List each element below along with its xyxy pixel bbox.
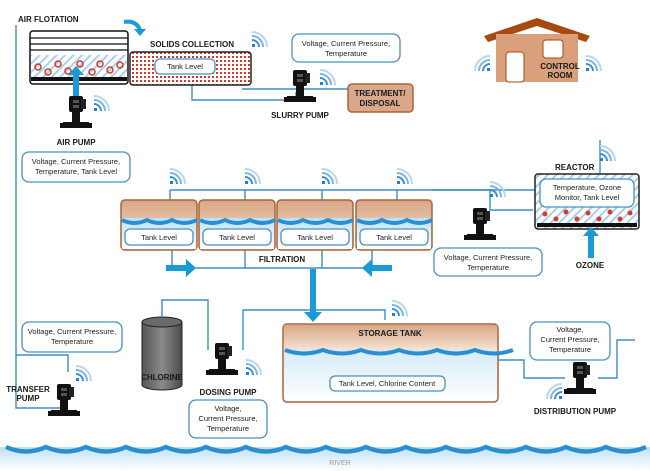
air-pump-sensor-box bbox=[21, 151, 131, 183]
ozone-arrow-icon bbox=[583, 227, 599, 258]
control-room-label: CONTROL bbox=[540, 62, 580, 71]
distribution-pump-icon bbox=[564, 362, 596, 394]
air-pump-sensors: Temperature, Tank Level bbox=[35, 167, 117, 176]
storage-tank: STORAGE TANK Tank Level, Chlorine Conten… bbox=[282, 323, 514, 403]
transfer-pump-icon bbox=[48, 384, 80, 416]
transfer-pump-sensors: Temperature bbox=[51, 337, 93, 346]
wireless-icon bbox=[546, 383, 563, 400]
air-flotation-label: AIR FLOTATION bbox=[18, 15, 79, 24]
control-room: CONTROL ROOM bbox=[484, 18, 590, 83]
control-room-label: ROOM bbox=[548, 71, 573, 80]
filtration-tank: Tank Level bbox=[198, 199, 276, 251]
wireless-icon bbox=[396, 168, 413, 185]
wireless-icon bbox=[93, 95, 110, 112]
distribution-pump-label: DISTRIBUTION PUMP bbox=[534, 407, 617, 416]
distribution-pump-sensor-box bbox=[529, 321, 611, 361]
solids-collection-label: SOLIDS COLLECTION bbox=[150, 40, 234, 49]
dosing-pump-label: DOSING PUMP bbox=[200, 388, 258, 397]
wireless-icon bbox=[245, 359, 262, 376]
transfer-pump-sensor-box bbox=[21, 321, 123, 353]
reactor-sensors: Monitor, Tank Level bbox=[555, 193, 620, 202]
dosing-pump-sensors: Voltage, bbox=[214, 404, 241, 413]
slurry-pump-icon bbox=[284, 70, 316, 102]
wireless-icon bbox=[599, 145, 616, 162]
filtration-pump-sensors: Temperature bbox=[467, 263, 509, 272]
transfer-pump-label: TRANSFER bbox=[6, 385, 50, 394]
arrow-right-icon bbox=[166, 259, 196, 277]
river-label: RIVER bbox=[329, 460, 350, 467]
storage-tank-label: STORAGE TANK bbox=[358, 329, 421, 338]
slurry-pump-sensor-box bbox=[291, 33, 401, 63]
filtration-tank-level: Tank Level bbox=[297, 233, 333, 242]
slurry-pump-sensors: Voltage, Current Pressure, bbox=[302, 39, 390, 48]
wireless-icon bbox=[75, 365, 92, 382]
arrow-head-icon bbox=[134, 29, 146, 36]
filtration-tank: Tank Level bbox=[120, 199, 198, 251]
reactor-label: REACTOR bbox=[555, 163, 595, 172]
air-pump-sensors: Voltage, Current Pressure, bbox=[32, 157, 120, 166]
disposal-label: DISPOSAL bbox=[360, 99, 401, 108]
filtration-pump-icon bbox=[464, 208, 496, 240]
filtration-pump-sensor-box bbox=[433, 247, 543, 277]
solids-tank-level: Tank Level bbox=[167, 62, 203, 71]
slurry-pump-sensors: Temperature bbox=[325, 49, 367, 58]
treatment-disposal-box bbox=[347, 83, 414, 113]
arrow-left-icon bbox=[362, 259, 392, 277]
distribution-pump-sensors: Voltage, bbox=[556, 325, 583, 334]
filtration-tank-level: Tank Level bbox=[219, 233, 255, 242]
filtration-tank: Tank Level bbox=[355, 199, 433, 251]
wireless-icon bbox=[489, 181, 506, 198]
slurry-pump-label: SLURRY PUMP bbox=[271, 111, 329, 120]
dosing-pump-sensors: Temperature bbox=[207, 424, 249, 433]
storage-tank-sensor: Tank Level, Chlorine Content bbox=[339, 379, 436, 388]
dosing-pump-sensor-box bbox=[188, 399, 268, 439]
wireless-icon bbox=[169, 168, 186, 185]
solids-collection-tank: SOLIDS COLLECTION Tank Level bbox=[129, 40, 252, 86]
dosing-pump-icon bbox=[206, 343, 238, 375]
chlorine-label: CHLORINE bbox=[141, 373, 183, 382]
wireless-icon bbox=[244, 168, 261, 185]
wireless-icon bbox=[319, 69, 336, 86]
wireless-icon bbox=[391, 300, 408, 317]
transfer-arrow-icon bbox=[123, 19, 142, 31]
transfer-pump-sensors: Voltage, Current Pressure, bbox=[28, 327, 116, 336]
filtration-tank: Tank Level bbox=[276, 199, 354, 251]
air-pump-label: AIR PUMP bbox=[56, 138, 96, 147]
wireless-icon bbox=[251, 31, 268, 48]
reactor-sensors: Temperature, Ozone bbox=[553, 183, 621, 192]
river: RIVER bbox=[0, 444, 650, 471]
filtration-label: FILTRATION bbox=[259, 255, 306, 264]
wireless-icon bbox=[474, 55, 491, 72]
wireless-icon bbox=[585, 55, 602, 72]
reactor-tank: Temperature, Ozone Monitor, Tank Level bbox=[534, 173, 640, 230]
air-arrow-icon bbox=[68, 66, 84, 115]
ozone-label: OZONE bbox=[576, 261, 605, 270]
dosing-pump-sensors: Current Pressure, bbox=[198, 414, 257, 423]
distribution-pump-sensors: Temperature bbox=[549, 345, 591, 354]
chlorine-tank: CHLORINE bbox=[141, 316, 184, 391]
wireless-icon bbox=[321, 168, 338, 185]
arrow-down-icon bbox=[304, 269, 322, 322]
filtration-tanks: Tank Level Tank Level Tank Level Tank Level bbox=[120, 199, 433, 251]
transfer-pump-label: PUMP bbox=[16, 394, 40, 403]
filtration-tank-level: Tank Level bbox=[376, 233, 412, 242]
air-pump-icon bbox=[60, 96, 92, 128]
treatment-label: TREATMENT/ bbox=[355, 89, 407, 98]
filtration-pump-sensors: Voltage, Current Pressure, bbox=[444, 253, 532, 262]
filtration-tank-level: Tank Level bbox=[141, 233, 177, 242]
distribution-pump-sensors: Current Pressure, bbox=[540, 335, 599, 344]
